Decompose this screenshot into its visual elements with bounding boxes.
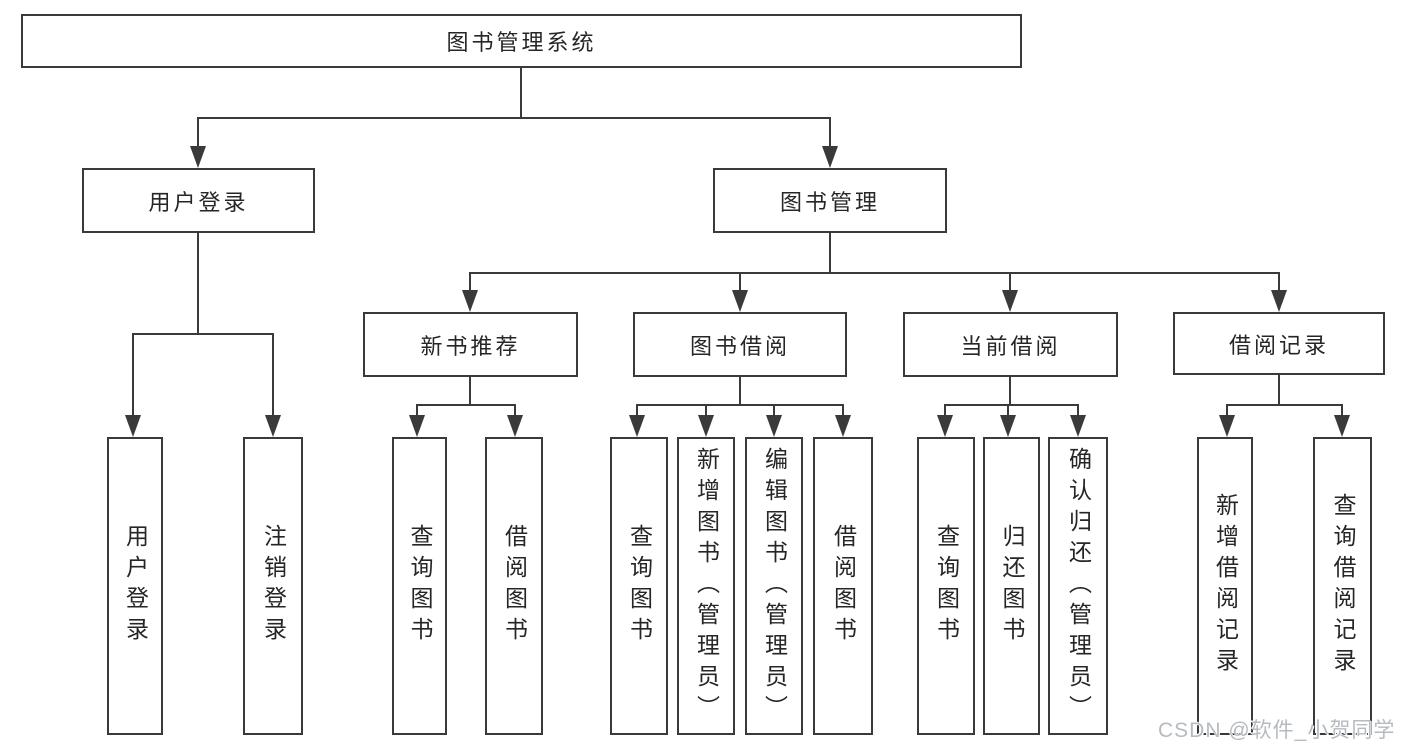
node-leaf-user-login: 用户登录 (107, 437, 163, 735)
node-leaf-bb-add-book-admin-label: 新增图书（管理员） (693, 446, 720, 726)
connector-nb-stub (469, 377, 471, 406)
node-leaf-cb-search-book-label: 查询图书 (933, 524, 960, 648)
node-leaf-br-search-record: 查询借阅记录 (1313, 437, 1372, 735)
connector-bb-child1-drop (636, 405, 638, 418)
arrowhead-borrow-record (1271, 290, 1287, 312)
node-borrow-record: 借阅记录 (1173, 312, 1385, 375)
node-user-login-label: 用户登录 (148, 189, 249, 215)
node-current-borrow-label: 当前借阅 (960, 333, 1061, 359)
node-book-mgmt-label: 图书管理 (779, 189, 880, 215)
node-leaf-logout-label: 注销登录 (260, 524, 287, 648)
node-leaf-bb-borrow-book-label: 借阅图书 (830, 524, 857, 648)
node-book-mgmt: 图书管理 (713, 168, 947, 233)
connector-book-borrow-drop (739, 273, 741, 293)
arrowhead-cb-child3 (1070, 415, 1086, 437)
connector-book-mgmt-stub (829, 233, 831, 274)
arrowhead-bb-child2 (698, 415, 714, 437)
node-leaf-br-add-record: 新增借阅记录 (1197, 437, 1253, 735)
node-leaf-bb-search-book-label: 查询图书 (626, 524, 653, 648)
node-leaf-bb-add-book-admin: 新增图书（管理员） (677, 437, 735, 735)
arrowhead-current-borrow (1002, 290, 1018, 312)
node-leaf-bb-edit-book-admin: 编辑图书（管理员） (745, 437, 803, 735)
connector-user-login-stub (197, 233, 199, 335)
node-leaf-bb-borrow-book: 借阅图书 (813, 437, 873, 735)
arrowhead-bb-child1 (629, 415, 645, 437)
connector-borrow-record-drop (1278, 273, 1280, 293)
arrowhead-user-login (190, 146, 206, 168)
node-leaf-br-search-record-label: 查询借阅记录 (1330, 493, 1356, 679)
connector-cb-child3-drop (1077, 405, 1079, 418)
node-leaf-bb-edit-book-admin-label: 编辑图书（管理员） (761, 446, 788, 726)
arrowhead-br-child2 (1334, 415, 1350, 437)
connector-new-book-drop (469, 273, 471, 293)
node-leaf-cb-confirm-return-admin-label: 确认归还（管理员） (1065, 446, 1092, 726)
connector-bb-stub (739, 377, 741, 406)
node-new-book-recommend: 新书推荐 (363, 312, 578, 377)
node-leaf-bb-search-book: 查询图书 (610, 437, 668, 735)
connector-cb-branch (944, 404, 1079, 406)
arrowhead-book-borrow (732, 290, 748, 312)
node-leaf-cb-return-book-label: 归还图书 (999, 524, 1025, 648)
csdn-watermark: CSDN @软件_小贺同学 (1158, 719, 1396, 742)
connector-root-stub (520, 68, 522, 118)
node-leaf-nb-search-book-label: 查询图书 (407, 524, 433, 648)
node-root: 图书管理系统 (21, 14, 1022, 68)
connector-bb-branch (636, 404, 844, 406)
node-leaf-cb-search-book: 查询图书 (917, 437, 975, 735)
arrowhead-nb-child2 (507, 415, 523, 437)
connector-level2-branch (197, 117, 831, 119)
connector-current-borrow-drop (1009, 273, 1011, 293)
node-root-label: 图书管理系统 (446, 30, 597, 55)
node-leaf-logout: 注销登录 (243, 437, 303, 735)
connector-login-drop (132, 334, 134, 419)
connector-bb-child3-drop (773, 405, 775, 418)
node-leaf-cb-confirm-return-admin: 确认归还（管理员） (1048, 437, 1108, 735)
connector-user-login-branch (132, 333, 274, 335)
connector-logout-drop (272, 334, 274, 419)
arrowhead-nb-child1 (409, 415, 425, 437)
connector-cb-child1-drop (944, 405, 946, 418)
connector-cb-child2-drop (1007, 405, 1009, 418)
node-leaf-br-add-record-label: 新增借阅记录 (1212, 493, 1239, 679)
arrowhead-logout (265, 415, 281, 437)
node-leaf-nb-borrow-book-label: 借阅图书 (501, 524, 528, 648)
arrowhead-br-child1 (1219, 415, 1235, 437)
arrowhead-login (125, 415, 141, 437)
node-borrow-record-label: 借阅记录 (1228, 332, 1329, 358)
arrowhead-new-book (462, 290, 478, 312)
connector-nb-child2-drop (514, 405, 516, 418)
connector-nb-child1-drop (416, 405, 418, 418)
connector-book-mgmt-drop (829, 118, 831, 150)
node-leaf-nb-borrow-book: 借阅图书 (485, 437, 543, 735)
node-book-borrow: 图书借阅 (633, 312, 847, 377)
node-user-login: 用户登录 (82, 168, 315, 233)
node-leaf-cb-return-book: 归还图书 (983, 437, 1040, 735)
node-leaf-nb-search-book: 查询图书 (392, 437, 447, 735)
connector-cb-stub (1009, 377, 1011, 406)
arrowhead-bb-child4 (835, 415, 851, 437)
connector-br-child2-drop (1341, 405, 1343, 418)
node-new-book-recommend-label: 新书推荐 (420, 333, 521, 359)
node-leaf-user-login-label: 用户登录 (122, 524, 149, 648)
connector-br-stub (1278, 375, 1280, 406)
node-book-borrow-label: 图书借阅 (689, 333, 790, 359)
connector-bb-child2-drop (705, 405, 707, 418)
arrowhead-cb-child1 (937, 415, 953, 437)
arrowhead-cb-child2 (1000, 415, 1016, 437)
node-current-borrow: 当前借阅 (903, 312, 1118, 377)
connector-br-branch (1226, 404, 1343, 406)
arrowhead-bb-child3 (766, 415, 782, 437)
connector-user-login-drop (197, 118, 199, 150)
connector-nb-branch (416, 404, 516, 406)
connector-br-child1-drop (1226, 405, 1228, 418)
arrowhead-book-mgmt (822, 146, 838, 168)
connector-level3-branch (469, 272, 1280, 274)
connector-bb-child4-drop (842, 405, 844, 418)
